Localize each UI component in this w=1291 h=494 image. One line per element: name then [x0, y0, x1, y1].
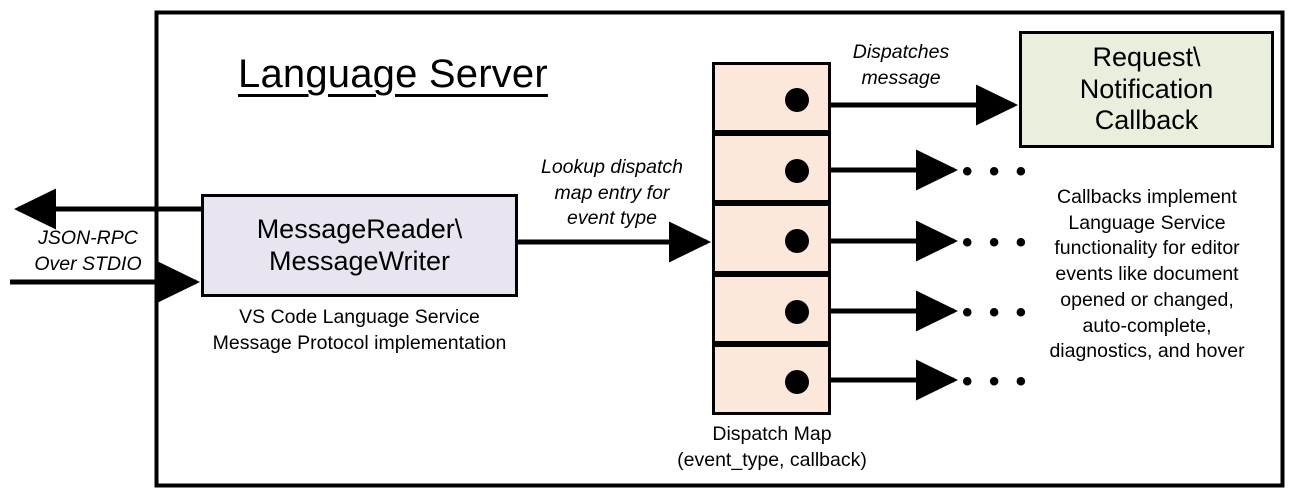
callback-caption-line: events like document	[1055, 263, 1239, 286]
request-notification-callback-box[interactable]: Request\ Notification Callback	[1019, 31, 1274, 148]
callback-dot-icon	[785, 370, 809, 395]
message-box-caption-line-2: Message Protocol implementation	[212, 331, 507, 354]
dispatch-map-row[interactable]	[712, 132, 831, 204]
language-server-boundary	[154, 10, 1285, 488]
message-reader-writer-label: MessageReader\ MessageWriter	[257, 214, 463, 278]
callback-caption-line: Callbacks implement	[1057, 186, 1237, 208]
callback-caption-line: diagnostics, and hover	[1049, 340, 1245, 363]
label-lookup-line-1: Lookup dispatch	[540, 156, 684, 178]
label-lookup-line-3: event type	[567, 207, 657, 230]
dispatch-map-row[interactable]	[712, 344, 831, 415]
callback-caption-line: functionality for editor	[1054, 237, 1240, 260]
dispatch-map-row[interactable]	[712, 62, 831, 133]
message-reader-writer-box[interactable]: MessageReader\ MessageWriter	[201, 194, 518, 297]
label-jsonrpc-line-2: Over STDIO	[34, 252, 142, 275]
diagram-title: Language Server	[238, 52, 548, 96]
dispatch-map-caption: Dispatch Map (event_type, callback)	[660, 422, 884, 473]
label-lookup-line-2: map entry for	[554, 181, 670, 204]
label-lookup-dispatch-map-entry: Lookup dispatch map entry for event type	[516, 155, 708, 232]
callback-caption-line: auto-complete,	[1082, 314, 1212, 337]
dispatch-map-row[interactable]	[712, 203, 831, 274]
callback-caption-line: Language Service	[1068, 211, 1226, 234]
callback-dot-icon	[785, 299, 809, 324]
request-notification-callback-label: Request\ Notification Callback	[1080, 42, 1214, 138]
callback-line-3: Callback	[1094, 105, 1199, 136]
callback-box-caption: Callbacks implement Language Service fun…	[1013, 185, 1281, 365]
callback-dot-icon	[785, 229, 809, 254]
ellipsis-icon: • • •	[962, 365, 1031, 398]
ellipsis-icon: • • •	[962, 296, 1031, 329]
dispatch-map-caption-line-2: (event_type, callback)	[677, 448, 867, 471]
callback-line-2: Notification	[1079, 73, 1214, 104]
label-dispatches-line-2: message	[861, 66, 941, 89]
message-box-caption-line-1: VS Code Language Service	[239, 306, 480, 328]
message-reader-line: MessageReader\	[256, 213, 463, 244]
message-box-caption: VS Code Language Service Message Protoco…	[201, 305, 518, 356]
message-writer-line: MessageWriter	[268, 245, 451, 276]
label-jsonrpc-over-stdio: JSON-RPC Over STDIO	[14, 226, 162, 277]
ellipsis-icon: • • •	[962, 226, 1031, 259]
ellipsis-icon: • • •	[962, 155, 1031, 188]
callback-caption-line: opened or changed,	[1060, 288, 1234, 311]
dispatch-map-caption-line-1: Dispatch Map	[712, 423, 832, 445]
label-dispatches-line-1: Dispatches	[852, 41, 950, 63]
dispatch-map-row[interactable]	[712, 273, 831, 345]
callback-dot-icon	[785, 158, 809, 183]
label-dispatches-message: Dispatches message	[830, 40, 972, 91]
callback-dot-icon	[785, 88, 809, 112]
dispatch-map-table[interactable]	[712, 62, 831, 415]
label-jsonrpc-line-1: JSON-RPC	[38, 227, 138, 249]
callback-line-1: Request\	[1092, 41, 1201, 72]
